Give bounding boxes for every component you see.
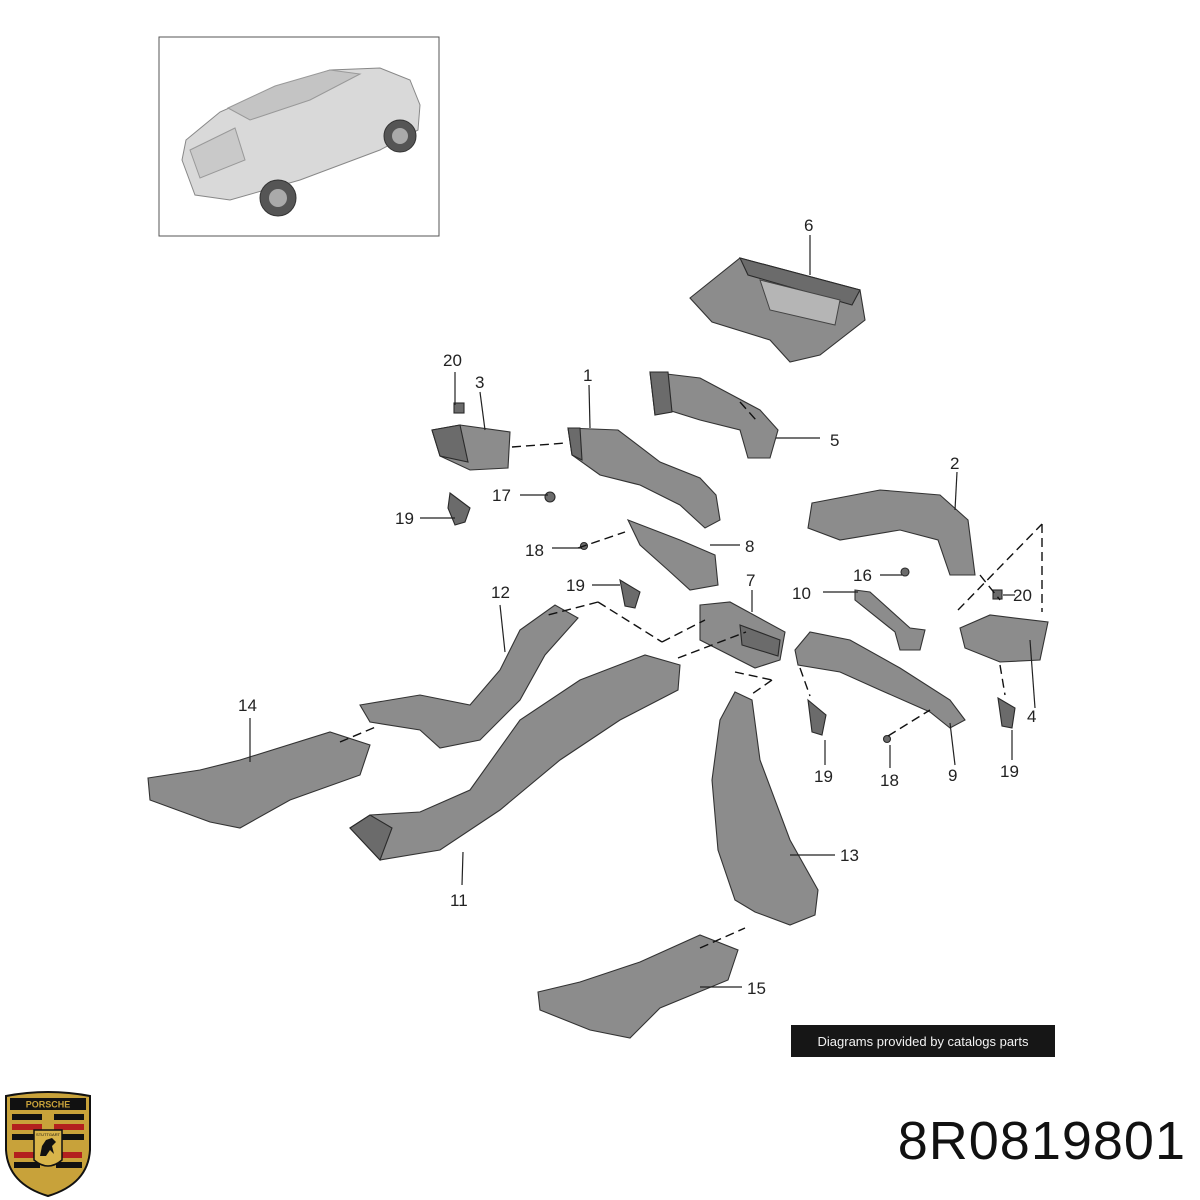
part-11-floor-duct xyxy=(349,654,681,862)
callout-1: 1 xyxy=(583,366,592,385)
part-14-left-floor-outlet xyxy=(147,731,371,829)
part-5-center-vent-duct xyxy=(649,371,779,459)
callout-19-right-b: 19 xyxy=(1000,762,1019,781)
callout-16: 16 xyxy=(853,566,872,585)
callout-10: 10 xyxy=(792,584,811,603)
callout-13: 13 xyxy=(840,846,859,865)
callout-labels: 1 2 3 4 5 6 7 8 9 10 11 12 13 14 15 16 1… xyxy=(238,216,1036,998)
part-10-bracket-rod xyxy=(854,589,926,651)
callout-14: 14 xyxy=(238,696,257,715)
vehicle-thumbnail xyxy=(158,36,440,237)
callout-15: 15 xyxy=(747,979,766,998)
part-12-left-rear-duct xyxy=(359,604,579,749)
part-2-right-upper-duct xyxy=(807,489,976,576)
part-13-right-floor-duct xyxy=(711,691,819,926)
part-1-left-main-duct xyxy=(567,427,721,529)
part-number: 8R0819801 xyxy=(897,1111,1186,1171)
leader-lines xyxy=(249,235,1036,988)
callout-5: 5 xyxy=(830,431,839,450)
svg-text:PORSCHE: PORSCHE xyxy=(26,1100,71,1110)
callout-18-left: 18 xyxy=(525,541,544,560)
callout-17: 17 xyxy=(492,486,511,505)
part-15-right-floor-outlet xyxy=(537,934,739,1039)
callout-4: 4 xyxy=(1027,707,1036,726)
callout-9: 9 xyxy=(948,766,957,785)
callout-3: 3 xyxy=(475,373,484,392)
porsche-crest-logo: PORSCHE STUTTGART xyxy=(5,1091,91,1198)
callout-2: 2 xyxy=(950,454,959,473)
part-3-left-vent-elbow xyxy=(431,424,511,471)
callout-6: 6 xyxy=(804,216,813,235)
fasteners xyxy=(447,402,1016,744)
part-6-air-distribution-housing xyxy=(689,257,866,363)
callout-8: 8 xyxy=(745,537,754,556)
part-9-right-rear-duct xyxy=(794,631,966,729)
part-8-connector-duct xyxy=(626,518,719,591)
callout-19-center: 19 xyxy=(566,576,585,595)
svg-text:STUTTGART: STUTTGART xyxy=(36,1132,60,1137)
callout-19-right-a: 19 xyxy=(814,767,833,786)
callout-7: 7 xyxy=(746,571,755,590)
callout-11: 11 xyxy=(450,891,468,910)
callout-18-right: 18 xyxy=(880,771,899,790)
callout-20-right: 20 xyxy=(1013,586,1032,605)
credit-banner: Diagrams provided by catalogs parts xyxy=(791,1025,1055,1057)
callout-12: 12 xyxy=(491,583,510,602)
part-4-right-vent-elbow xyxy=(959,614,1049,663)
part-7-duct-junction xyxy=(699,601,786,669)
callout-20-left: 20 xyxy=(443,351,462,370)
callout-19-left: 19 xyxy=(395,509,414,528)
assembly-lines xyxy=(339,401,1043,949)
